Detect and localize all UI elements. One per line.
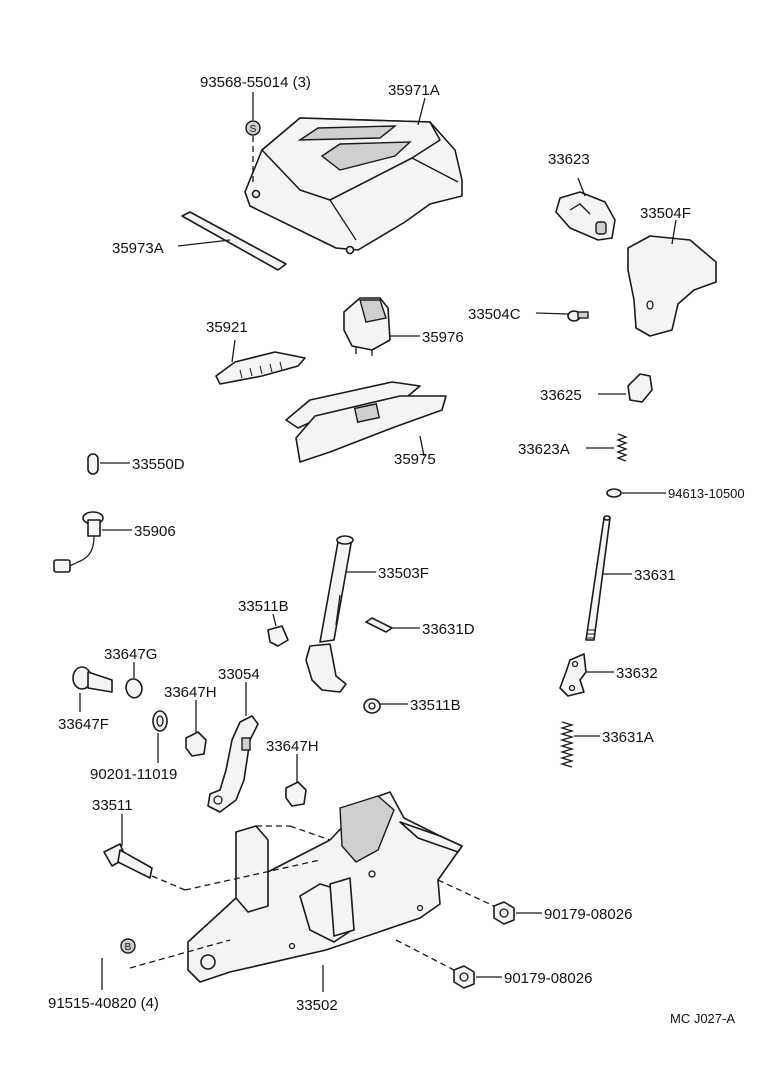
shift-knob-33504F (627, 235, 717, 337)
leader-33511B-upper (272, 613, 277, 627)
label-33511: 33511 (92, 797, 133, 814)
label-33631D: 33631D (422, 621, 475, 638)
label-33511B-upper: 33511B (238, 598, 289, 615)
label-94613: 94613-10500 (668, 486, 745, 501)
spring-33623A (616, 433, 628, 462)
label-33631: 33631 (634, 567, 676, 584)
label-35921: 35921 (206, 319, 248, 336)
collar-33647G (125, 678, 143, 699)
bushing-33511B-lower (363, 698, 381, 714)
label-93568: 93568-55014 (3) (200, 74, 311, 91)
dashed-guide-nut-b (395, 939, 455, 971)
washer-94613 (606, 488, 622, 498)
leader-35975 (419, 435, 425, 457)
label-91515: 91515-40820 (4) (48, 995, 159, 1012)
bracket-33054 (207, 715, 259, 813)
label-33647H-lower: 33647H (266, 738, 319, 755)
label-33625: 33625 (540, 387, 582, 404)
washer-90201 (152, 710, 168, 732)
leader-35921 (231, 339, 236, 363)
label-90179-a: 90179-08026 (544, 906, 632, 923)
label-33502: 33502 (296, 997, 338, 1014)
nut-90179-a (493, 901, 515, 925)
label-33647H-upper: 33647H (164, 684, 217, 701)
dashed-guide-33511 (151, 875, 186, 891)
dashed-guide-nut-a (437, 879, 495, 907)
leader-35973A (177, 239, 231, 247)
bolt-33647F (72, 666, 113, 693)
label-35975: 35975 (394, 451, 436, 468)
shift-cover-35971A (244, 117, 463, 255)
label-33632: 33632 (616, 665, 658, 682)
label-33647F: 33647F (58, 716, 109, 733)
bushing-33511B-upper (267, 625, 289, 647)
rod-33631 (585, 515, 611, 641)
label-33503F: 33503F (378, 565, 429, 582)
label-33504C: 33504C (468, 306, 521, 323)
svg-text:S: S (250, 124, 257, 135)
label-33504F: 33504F (640, 205, 691, 222)
label-90179-b: 90179-08026 (504, 970, 592, 987)
housing-35976 (343, 297, 391, 356)
label-33511B-lower: 33511B (410, 697, 461, 714)
diagram-code: MC J027-A (670, 1011, 735, 1026)
button-33625 (627, 373, 653, 403)
pin-33631D (365, 617, 393, 633)
leader-33504C (535, 312, 569, 315)
leader-33504F (671, 219, 677, 245)
label-33623: 33623 (548, 151, 590, 168)
label-33623A: 33623A (518, 441, 570, 458)
indicator-plate-35975 (285, 381, 447, 463)
leader-33623 (577, 177, 586, 197)
bolt-33511 (103, 843, 153, 879)
bolt-mark-b: B (120, 938, 136, 954)
label-35906: 35906 (134, 523, 176, 540)
label-35971A: 35971A (388, 82, 440, 99)
dashed-guide-base (184, 859, 321, 891)
label-33631A: 33631A (602, 729, 654, 746)
label-33647G: 33647G (104, 646, 157, 663)
dashed-guide-91515 (129, 939, 231, 969)
spring-33631A (559, 721, 575, 768)
lever-33503F (305, 535, 354, 693)
strip-35973A (181, 211, 287, 271)
label-35976: 35976 (422, 329, 464, 346)
bushing-33647H-upper (185, 731, 207, 757)
screw-33504C (567, 310, 589, 322)
label-35973A: 35973A (112, 240, 164, 257)
screw-mark-s: S (245, 120, 261, 136)
knob-button-33623 (555, 191, 616, 241)
socket-35906 (53, 511, 104, 573)
label-90201: 90201-11019 (90, 766, 177, 783)
svg-text:B: B (125, 942, 132, 953)
leader-35971A (417, 97, 426, 126)
dashed-guide-bracket-b (289, 825, 331, 841)
bulb-33550D (87, 453, 99, 475)
nut-90179-b (453, 965, 475, 989)
label-33054: 33054 (218, 666, 260, 683)
base-bracket-33502 (187, 791, 463, 983)
label-33550D: 33550D (132, 456, 185, 473)
clip-33632 (559, 653, 587, 697)
plate-35921 (215, 351, 306, 385)
bushing-33647H-lower (285, 781, 307, 807)
